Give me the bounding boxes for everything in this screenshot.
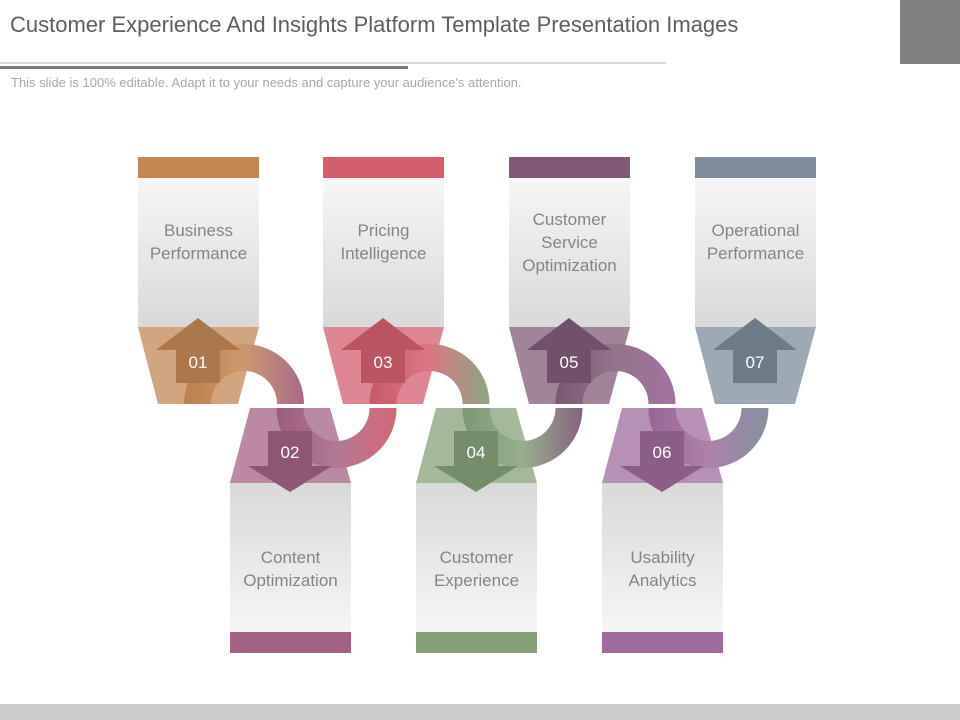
step-01-number: 01 [188,353,208,372]
step-03-label-line: Pricing [357,221,410,240]
step-05-label-line: Service [541,232,598,252]
step-06-label-line: Analytics [628,571,697,590]
step-07-label-line: Performance [706,244,805,263]
step-05-arrow-up [527,318,611,383]
step-05-color-bar [509,157,630,178]
step-03-arrow-up [341,318,425,383]
step-06-arrow-down [620,431,704,492]
title-accent-divider [0,66,408,69]
step-05-label-line: Customer [532,209,607,229]
step-07-arrow-up [713,318,797,383]
step-02-color-bar [230,632,351,653]
step-07-card [695,178,816,327]
step-04-label-line: Customer [439,548,514,567]
step-04-number: 04 [466,443,486,462]
step-02-card [230,483,351,632]
step-01-label-line: Business [164,221,233,240]
step-06-card [602,483,723,632]
step-06-number: 06 [652,443,672,462]
step-05-label-line: Optimization [522,255,617,275]
step-07-color-bar [695,157,816,178]
step-04-arrow-down [434,431,518,492]
step-02-arrow-down [248,431,332,492]
step-01-color-bar [138,157,259,178]
step-01-card [138,178,259,327]
step-05-number: 05 [559,353,579,372]
step-05-card [509,178,630,327]
slide-subtitle: This slide is 100% editable. Adapt it to… [11,75,522,90]
step-02-label-line: Optimization [243,571,338,590]
step-03-color-bar [323,157,444,178]
slide-title: Customer Experience And Insights Platfor… [10,12,739,37]
step-03-label-line: Intelligence [340,244,427,263]
step-01-arrow-up [156,318,240,383]
step-06-color-bar [602,632,723,653]
step-04-label-line: Experience [433,571,520,590]
step-07-label-line: Operational [711,221,800,240]
step-07-number: 07 [745,353,765,372]
step-02-label-line: Content [260,548,321,567]
step-06-label-line: Usability [630,548,695,567]
step-01-label-line: Performance [149,244,248,263]
step-02-number: 02 [280,443,300,462]
step-03-number: 03 [373,353,393,372]
corner-decoration [900,0,960,64]
step-04-color-bar [416,632,537,653]
footer-bar [0,704,960,720]
step-03-card [323,178,444,327]
step-04-card [416,483,537,632]
title-divider [0,62,666,64]
